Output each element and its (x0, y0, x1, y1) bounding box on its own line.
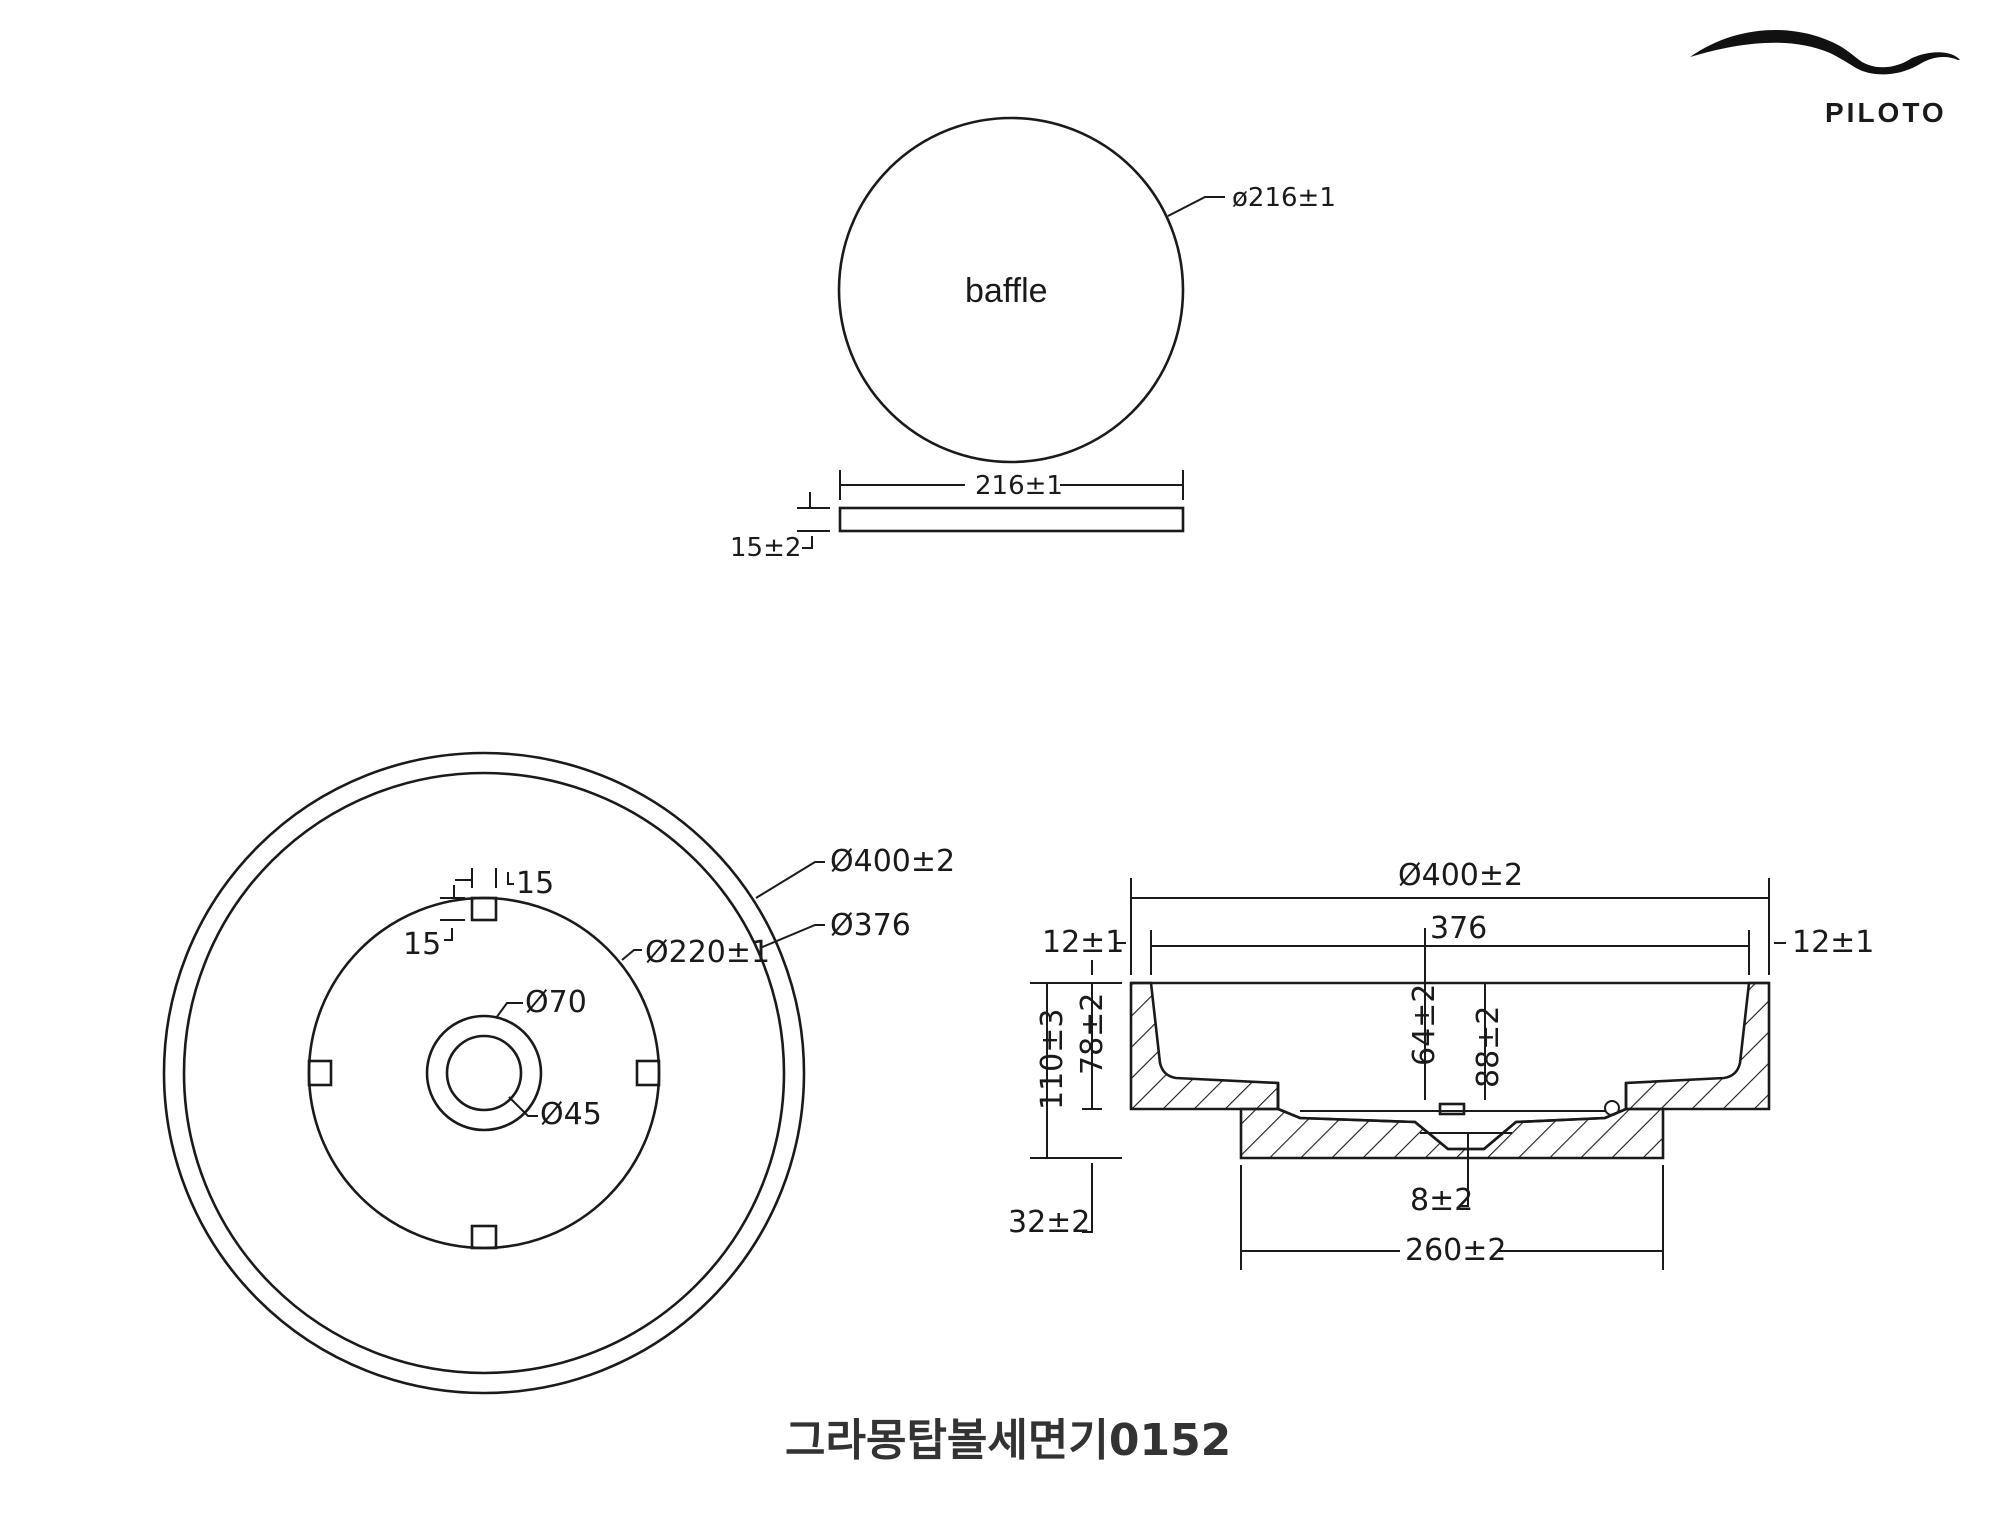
rim-left-text: 12±1 (1042, 925, 1124, 960)
section-inner-width-text: 376 (1430, 911, 1487, 946)
brand-name: PILOTO (1825, 97, 1947, 128)
drain-inner-text: Ø45 (540, 1097, 602, 1132)
baffle-diameter-text: ø216±1 (1232, 183, 1336, 213)
top-view: Ø400±2 Ø376 Ø220±1 Ø70 Ø45 15 15 (162, 751, 955, 1395)
drain-outer-leader (495, 1002, 523, 1019)
bowl-circle (307, 896, 661, 1250)
baffle-circle (837, 116, 1185, 464)
drain-inner-leader (508, 1096, 538, 1117)
baffle-view: baffle ø216±1 216±1 15±2 (730, 116, 1336, 563)
depth-inner-text: 88±2 (1471, 1006, 1506, 1088)
baffle-profile (838, 506, 1185, 533)
inner-diameter-leader (759, 924, 825, 949)
tab-bottom (470, 1224, 498, 1250)
section-left-body (1129, 981, 1280, 1111)
baffle-diameter-leader (1167, 196, 1225, 217)
inner-rim-circle (182, 771, 786, 1375)
tab-top (470, 896, 498, 922)
outer-diameter-text: Ø400±2 (830, 844, 955, 879)
total-height-text: 110±3 (1035, 1009, 1070, 1110)
wave-logo-icon (1690, 29, 1960, 75)
bowl-diameter-text: Ø220±1 (645, 935, 770, 970)
baffle-width-text: 216±1 (975, 471, 1063, 501)
section-view: Ø400±2 376 12±1 12±1 110±3 78±2 32±2 64±… (1008, 858, 1874, 1270)
base-height-text: 32±2 (1008, 1205, 1090, 1240)
tab-width-text: 15 (516, 866, 554, 901)
drain-inner-circle (445, 1034, 523, 1112)
section-overall-width-text: Ø400±2 (1398, 858, 1523, 893)
outer-diameter-leader (755, 861, 825, 899)
drain-depth-text: 8±2 (1410, 1183, 1473, 1218)
product-title: 그라몽탑볼세면기0152 (785, 1415, 1231, 1466)
base-width-text: 260±2 (1405, 1233, 1506, 1268)
tab-left (307, 1059, 333, 1087)
rim-right-text: 12±1 (1792, 925, 1874, 960)
section-right-body (1624, 981, 1771, 1111)
drain-plug (1438, 1102, 1466, 1116)
baffle-label: baffle (965, 272, 1048, 310)
drain-outer-circle (425, 1014, 543, 1132)
bowl-diameter-leader (621, 949, 642, 961)
tab-right (635, 1059, 661, 1087)
depth-center-text: 64±2 (1407, 984, 1442, 1066)
tab-depth-text: 15 (403, 927, 441, 962)
baffle-thickness-text: 15±2 (730, 533, 801, 563)
outer-rim-circle (162, 751, 806, 1395)
inner-diameter-text: Ø376 (830, 908, 911, 943)
brand-logo: PILOTO (1690, 29, 1960, 128)
drain-outer-text: Ø70 (525, 985, 587, 1020)
section-base (1239, 1083, 1665, 1160)
body-height-text: 78±2 (1075, 993, 1110, 1075)
